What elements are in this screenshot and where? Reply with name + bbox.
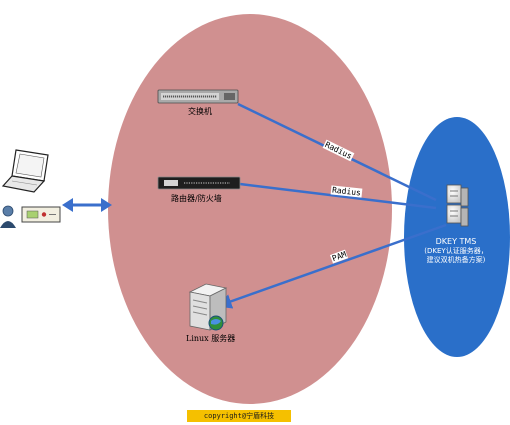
token-device-icon (21, 206, 61, 223)
router-label: 路由器/防火墙 (171, 194, 222, 203)
network-zone-ellipse (108, 14, 392, 404)
switch-device (157, 89, 239, 104)
laptop-icon (1, 149, 49, 193)
tms-server-icon (446, 184, 469, 227)
link-tms-router (239, 182, 437, 210)
tms-label: DKEY TMS (DKEY认证服务器， 建议双机热备方案) (414, 236, 498, 265)
switch-label: 交换机 (188, 107, 212, 116)
user-icon (0, 205, 16, 228)
tms-zone-ellipse (404, 117, 510, 357)
link-tms-linux (216, 223, 447, 309)
tms-title: DKEY TMS (435, 237, 477, 246)
linux-server-icon (188, 283, 228, 331)
client-access-arrow (62, 198, 112, 212)
router-device (157, 176, 241, 190)
linux-server-label: Linux 服务器 (186, 334, 236, 343)
tms-subtitle-line2: 建议双机热备方案) (426, 256, 486, 264)
copyright-banner: copyright@宁盾科技 (187, 410, 291, 422)
tms-subtitle-line1: (DKEY认证服务器， (424, 247, 488, 255)
